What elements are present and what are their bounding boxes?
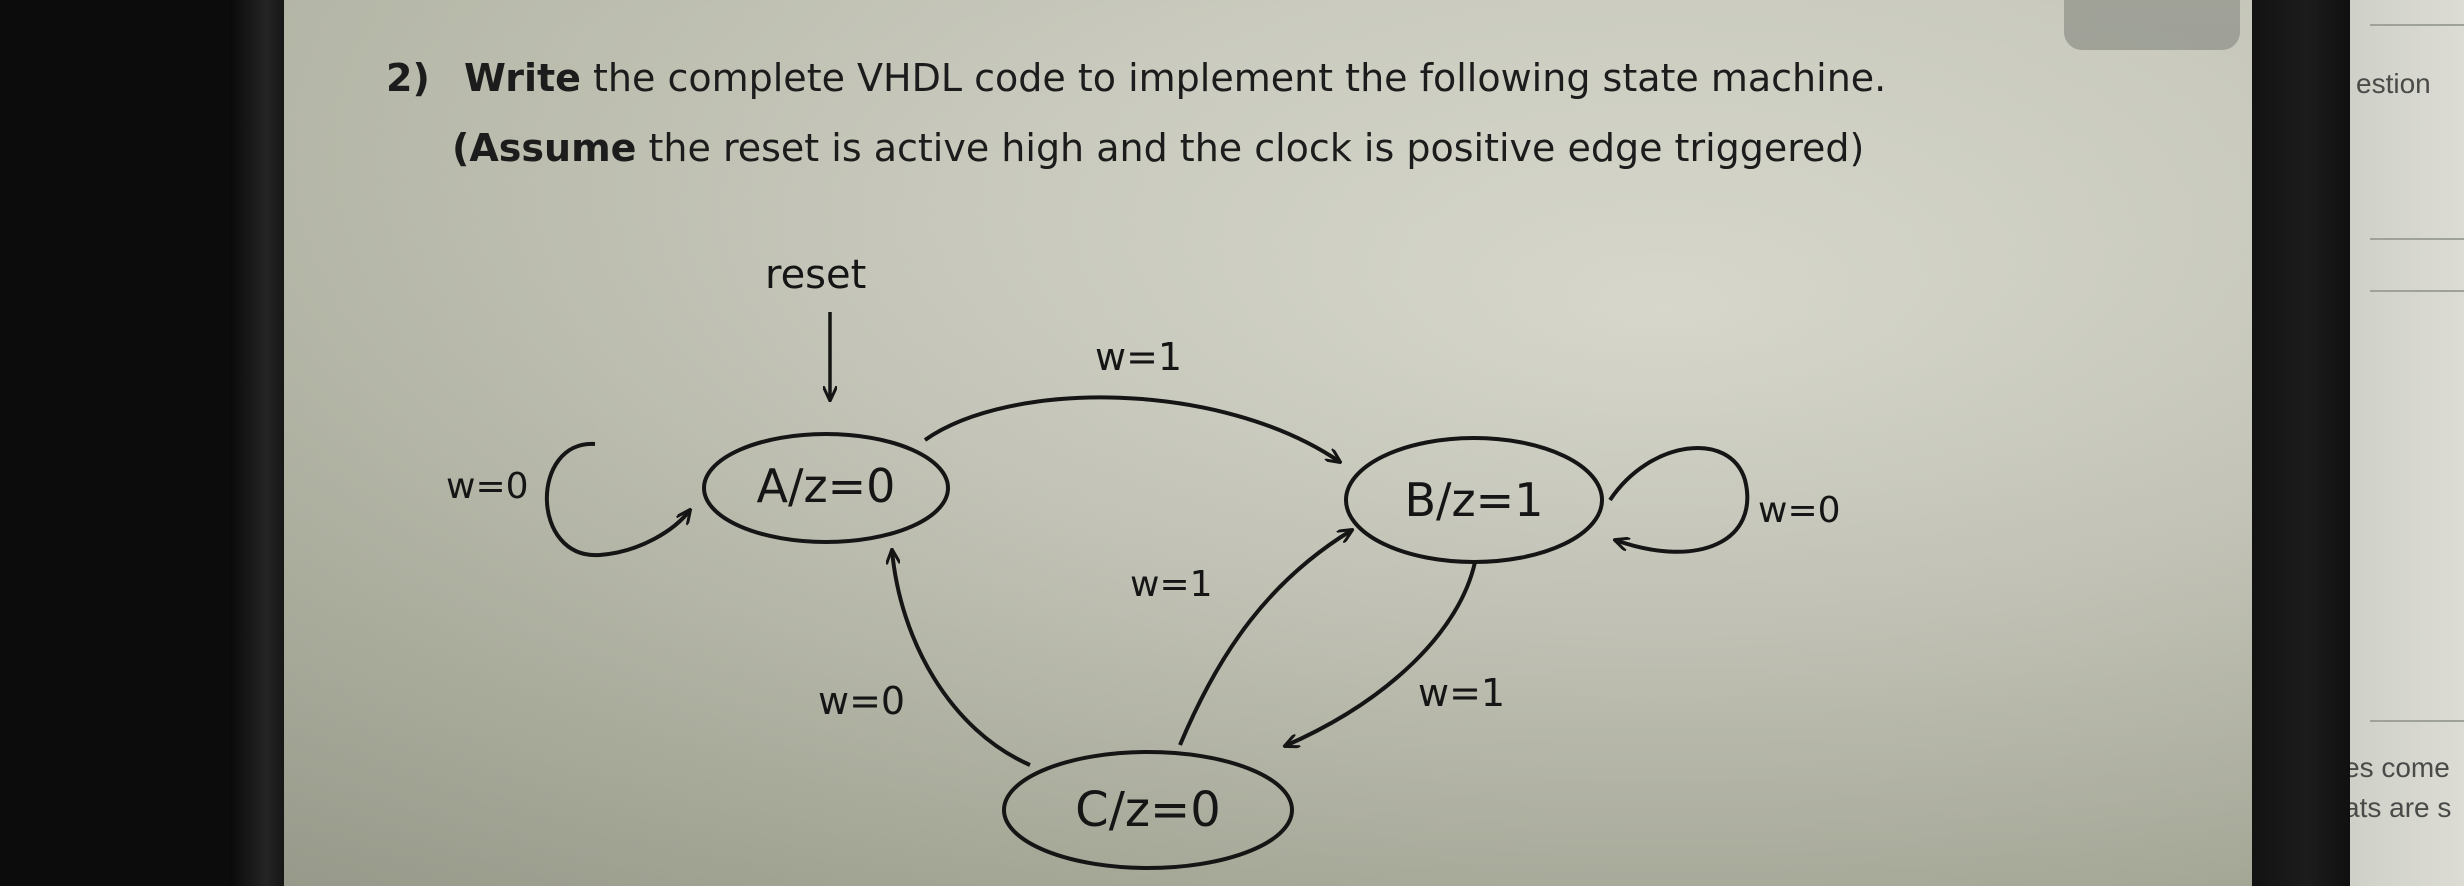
question-line-1-bold: Write [464,56,581,100]
state-c-circle [1002,750,1294,870]
state-b-label: B/z=1 [1404,473,1543,527]
state-a-label: A/z=0 [757,459,896,513]
a-self-loop [544,441,690,558]
c-to-b-label: w=1 [1130,564,1213,605]
side-text-bottom-1: es come [2350,752,2450,783]
question-line-1: Write the complete VHDL code to implemen… [464,56,1886,100]
c-to-a-label: w=0 [818,679,905,723]
question-line-2: (Assume the reset is active high and the… [452,126,1864,170]
a-self-loop-label: w=0 [446,466,529,507]
side-text-top: estion [2356,68,2431,99]
side-text-bottom-2: ats are s [2350,792,2452,823]
b-self-loop [1608,446,1750,554]
reset-label: reset [765,252,866,298]
side-divider [2370,24,2464,26]
b-to-c-arrow [1285,561,1477,746]
c-to-a-arrow [892,550,1031,767]
b-to-c-label: w=1 [1418,671,1505,715]
c-to-b-arrow [1178,530,1352,746]
right-bezel [2252,0,2362,886]
document-screen [284,0,2252,886]
question-number: 2) [386,56,430,100]
side-divider [2370,720,2464,722]
state-c-label: C/z=0 [1075,782,1221,838]
scroll-thumb[interactable] [2064,0,2240,50]
question-line-2-bold: (Assume [452,126,637,170]
a-to-b-label: w=1 [1095,335,1182,379]
question-line-1-rest: the complete VHDL code to implement the … [580,56,1887,100]
side-divider [2370,290,2464,292]
bezel-edge [230,0,290,886]
side-divider [2370,238,2464,240]
side-window: estion es come ats are s [2350,0,2464,886]
question-line-2-rest: the reset is active high and the clock i… [636,126,1865,170]
b-self-loop-label: w=0 [1758,490,1841,531]
state-a-circle [702,432,950,544]
a-to-b-arrow [923,395,1340,462]
